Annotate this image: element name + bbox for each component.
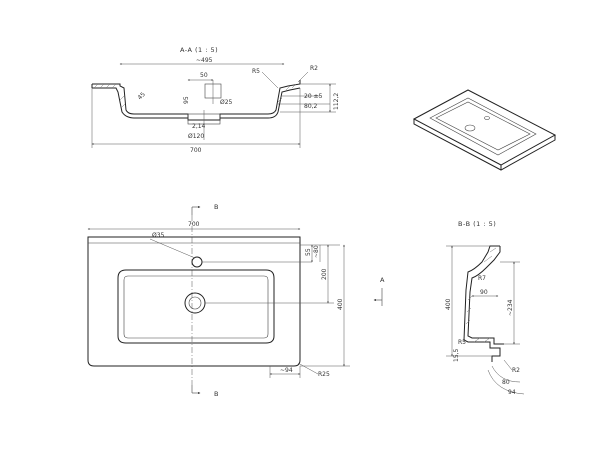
plan-tap-hole — [191, 256, 203, 268]
plan-dim-total-label: 700 — [188, 221, 200, 228]
section-bb-r7-label: R7 — [478, 275, 486, 282]
iso-outer-front — [413, 119, 556, 171]
section-aa-dim-112-label: 112,2 — [333, 93, 340, 110]
plan-basin — [117, 269, 275, 344]
iso-tap-hole-icon — [484, 116, 490, 120]
svg-text:45: 45 — [136, 91, 146, 101]
section-aa-depth-label: 95 — [183, 96, 190, 104]
section-bb-title: B-B (1 : 5) — [458, 220, 496, 228]
plan-basin-inner — [123, 275, 269, 339]
svg-text:B: B — [214, 390, 218, 398]
section-bb-dim-94-label: 94 — [508, 389, 516, 396]
section-aa-r5-label: R5 — [252, 68, 260, 75]
section-aa-dim-tap-offset-label: 50 — [200, 72, 208, 79]
iso-basin-inner — [435, 101, 531, 151]
isometric-view — [412, 89, 557, 171]
section-bb-dim-234-label: ~234 — [507, 299, 514, 316]
section-bb-arc-80 — [491, 365, 521, 383]
section-bb-view: B-B (1 : 5) A 400 R7 90 — [373, 220, 525, 396]
section-aa-dim-total-label: 700 — [190, 147, 202, 154]
plan-drain-outer — [184, 292, 206, 314]
section-aa-dim-inner-label: ~495 — [196, 57, 213, 64]
plan-r25-label: R25 — [318, 371, 330, 378]
iso-drain-icon — [464, 124, 476, 132]
section-bb-dim-90-label: 90 — [480, 289, 488, 296]
section-aa-r2-label: R2 — [310, 65, 318, 72]
section-aa-dim-80-label: 80,2 — [304, 103, 318, 110]
section-b-mark-bottom: B — [191, 385, 218, 398]
section-bb-profile-inner — [467, 246, 504, 345]
section-aa-tap-hole-label: Ø25 — [220, 99, 233, 106]
section-bb-profile — [463, 245, 501, 362]
plan-dim-94-label: ~94 — [280, 367, 293, 374]
section-aa-hatching — [93, 83, 297, 109]
section-bb-dim-400-label: 400 — [445, 298, 452, 310]
section-aa-title: A-A (1 : 5) — [180, 46, 218, 54]
plan-outer-rim — [87, 236, 301, 367]
iso-basin — [429, 97, 537, 156]
svg-text:A: A — [380, 276, 385, 284]
plan-view: B B 700 Ø35 55 ~80 200 — [87, 203, 350, 398]
section-b-mark-top: B — [191, 203, 218, 215]
section-aa-view: A-A (1 : 5) ~495 700 50 — [91, 46, 340, 154]
arrow-a-mark: A — [373, 276, 385, 306]
section-aa-dim-20-label: 20 ±5 — [304, 93, 323, 100]
plan-dim-400-label: 400 — [337, 298, 344, 310]
section-aa-drain-pos-label: 2,14 — [192, 123, 206, 130]
section-aa-profile-inner — [92, 87, 301, 119]
section-bb-arc-94 — [487, 369, 525, 395]
section-bb-dim-80-label: 80 — [502, 379, 510, 386]
section-aa-drain-hole-label: Ø120 — [188, 133, 204, 140]
plan-dim-80-label: ~80 — [313, 245, 320, 258]
section-bb-r5-label: R5 — [458, 339, 466, 346]
section-bb-hatching — [465, 247, 497, 343]
plan-drain-inner — [188, 296, 202, 310]
plan-dim-55-label: 55 — [305, 248, 312, 256]
section-bb-dim-155-label: 15,5 — [453, 348, 460, 362]
iso-outer-top — [412, 89, 557, 166]
plan-dim-200-label: 200 — [321, 268, 328, 280]
plan-tap-hole-label: Ø35 — [152, 232, 165, 239]
section-bb-r2-label: R2 — [512, 367, 520, 374]
svg-text:B: B — [214, 203, 218, 211]
